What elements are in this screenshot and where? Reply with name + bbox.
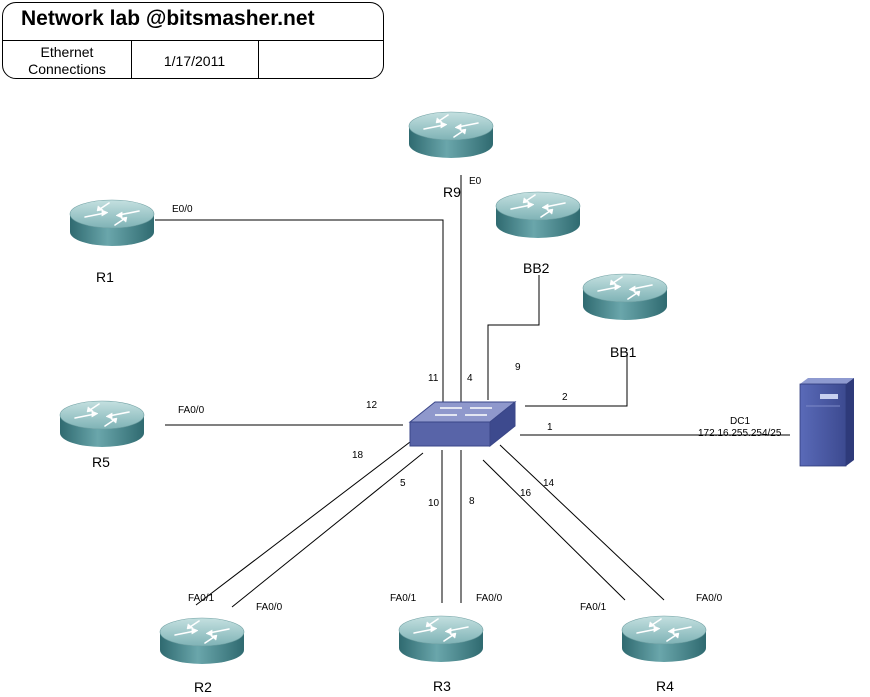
link-bb2	[487, 275, 540, 400]
router-icon	[398, 615, 484, 663]
link-r2-fa00	[231, 452, 424, 608]
router-bb2[interactable]	[495, 191, 581, 239]
server-icon[interactable]	[799, 378, 854, 467]
iface-r2-fa00: FA0/0	[256, 602, 283, 613]
link-bb1	[525, 352, 628, 407]
port-14: 14	[543, 478, 555, 489]
label-r5: R5	[92, 454, 110, 470]
router-icon	[159, 617, 245, 665]
label-r3: R3	[433, 678, 451, 694]
diagram-type-line2: Connections	[28, 61, 106, 77]
title-block: Network lab @bitsmasher.net Ethernet Con…	[2, 2, 384, 79]
diagram-type-line1: Ethernet	[40, 44, 94, 60]
link-r2-fa01	[195, 441, 411, 606]
router-icon	[621, 615, 707, 663]
label-bb2: BB2	[523, 260, 550, 276]
router-r1[interactable]	[69, 199, 155, 247]
router-icon	[59, 400, 145, 448]
label-r9: R9	[443, 184, 461, 200]
port-16: 16	[520, 488, 532, 499]
router-r5[interactable]	[59, 400, 145, 448]
label-dc1: DC1	[730, 416, 750, 427]
port-5: 5	[400, 478, 406, 489]
lab-title: Network lab @bitsmasher.net	[21, 7, 315, 30]
iface-r1: E0/0	[172, 204, 193, 215]
port-4: 4	[467, 373, 473, 384]
label-bb1: BB1	[610, 344, 637, 360]
switch-icon[interactable]	[408, 400, 517, 448]
port-11: 11	[428, 373, 439, 384]
iface-r4-fa00: FA0/0	[696, 593, 723, 604]
links	[155, 175, 790, 608]
title-block-row: Ethernet Connections 1/17/2011	[3, 40, 383, 78]
link-r4-fa00	[499, 444, 665, 601]
router-r2[interactable]	[159, 617, 245, 665]
port-1: 1	[547, 422, 553, 433]
router-r4[interactable]	[621, 615, 707, 663]
label-r1: R1	[96, 269, 114, 285]
port-12: 12	[366, 400, 378, 411]
iface-r4-fa01: FA0/1	[580, 602, 607, 613]
iface-r9: E0	[469, 176, 482, 187]
iface-r3-fa01: FA0/1	[390, 593, 417, 604]
port-9: 9	[515, 362, 521, 373]
port-8: 8	[469, 496, 475, 507]
label-r4: R4	[656, 678, 674, 694]
label-dc1-ip: 172.16.255.254/25	[698, 428, 782, 439]
link-r4-fa01	[482, 459, 626, 601]
date-cell: 1/17/2011	[131, 41, 259, 78]
router-r3[interactable]	[398, 615, 484, 663]
label-r2: R2	[194, 679, 212, 695]
iface-r3-fa00: FA0/0	[476, 593, 503, 604]
router-icon	[582, 273, 668, 321]
link-r1	[155, 219, 444, 420]
iface-r5: FA0/0	[178, 405, 205, 416]
iface-r2-fa01: FA0/1	[188, 593, 215, 604]
port-18: 18	[352, 450, 364, 461]
router-icon	[408, 111, 494, 159]
router-bb1[interactable]	[582, 273, 668, 321]
diagram-type-cell: Ethernet Connections	[3, 41, 132, 78]
router-r9[interactable]	[408, 111, 494, 159]
port-10: 10	[428, 498, 440, 509]
router-icon	[69, 199, 155, 247]
router-icon	[495, 191, 581, 239]
port-2: 2	[562, 392, 568, 403]
